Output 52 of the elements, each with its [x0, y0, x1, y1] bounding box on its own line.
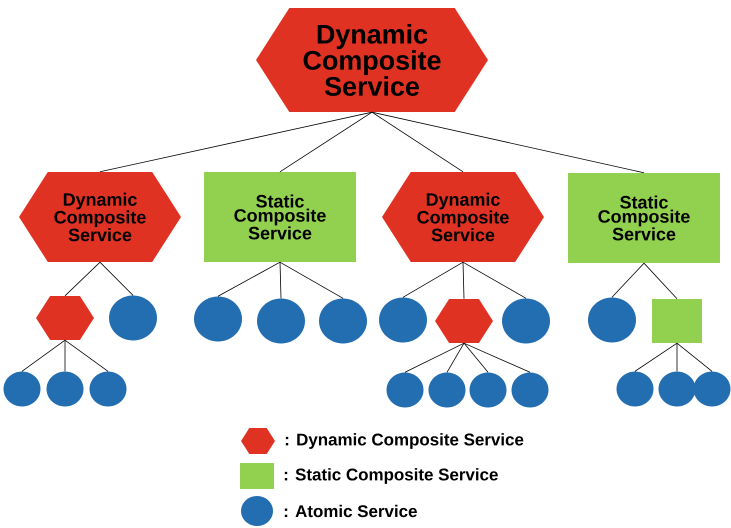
connector-line: [64, 340, 66, 372]
circle: [46, 371, 84, 406]
circle: [502, 298, 550, 344]
connector-line: [462, 262, 526, 299]
connector-line: [22, 340, 66, 372]
circle: [658, 371, 696, 406]
square-box: [652, 298, 702, 343]
legend-label: : Atomic Service: [284, 504, 417, 518]
hexagon: [36, 296, 94, 340]
square-box: Static Composite Service: [568, 172, 720, 263]
legend-label: : Dynamic Composite Service: [286, 433, 524, 449]
circle: [588, 297, 636, 342]
connector-line: [634, 342, 678, 372]
connector-line: [612, 262, 644, 298]
hexagon: Dynamic Composite Service: [256, 8, 488, 112]
connector-line: [218, 262, 280, 297]
connector-line: [464, 342, 488, 373]
hexagon: [435, 298, 493, 343]
circle: [109, 295, 157, 340]
circle: [319, 298, 367, 344]
circle: [616, 371, 654, 406]
connector-line: [280, 262, 282, 299]
circle: [4, 371, 40, 406]
connector-line: [644, 262, 678, 300]
circle: [194, 296, 242, 342]
connector-line: [464, 342, 530, 373]
hexagon: Dynamic Composite Service: [382, 172, 544, 262]
connector-line: [402, 262, 464, 298]
connector-line: [280, 262, 344, 299]
connector-line: [446, 342, 464, 373]
square-box: Static Composite Service: [204, 172, 356, 262]
connector-line: [676, 342, 712, 372]
circle: [379, 297, 427, 342]
connector-line: [64, 262, 100, 296]
connector-line: [100, 112, 372, 172]
connector-line: [100, 262, 134, 296]
connector-line: [280, 112, 372, 172]
circle: [90, 371, 126, 406]
connector-line: [372, 112, 464, 172]
circle: [512, 372, 548, 408]
connector-line: [462, 262, 464, 300]
circle: [428, 372, 466, 408]
connector-line: [676, 342, 678, 372]
connector-line: [64, 340, 108, 372]
circle: [470, 372, 506, 408]
legend-label: : Static Composite Service: [284, 468, 498, 484]
circle: [694, 371, 730, 406]
hexagon: Dynamic Composite Service: [19, 172, 181, 262]
circle: [257, 298, 305, 344]
circle: [386, 372, 424, 408]
connector-line: [372, 112, 644, 174]
connector-line: [404, 342, 464, 373]
